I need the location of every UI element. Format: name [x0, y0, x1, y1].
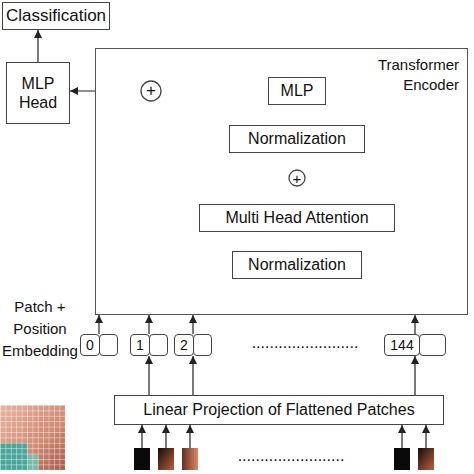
node-label: 144: [384, 334, 420, 356]
arrow-connector: [192, 356, 193, 395]
node-label: 2: [174, 334, 194, 356]
arrow-connector: [37, 30, 38, 62]
image-pixels: [27, 454, 38, 470]
add-circle: +: [140, 80, 162, 102]
norm-box: Normalization: [232, 251, 362, 279]
attention-box: Multi Head Attention: [199, 204, 395, 232]
arrow-connector: [148, 356, 149, 395]
image-pixels: [0, 405, 65, 470]
arrow-connector: [414, 356, 415, 395]
token-box: 1: [130, 334, 168, 356]
token-box: 0: [80, 334, 118, 356]
output-box: Classification: [2, 2, 110, 30]
node-label: Normalization: [248, 129, 346, 148]
token-box: 144: [384, 334, 446, 356]
projection-box: Linear Projection of Flattened Patches: [114, 395, 444, 425]
node-label: Transformer Encoder: [363, 55, 459, 94]
arrow-connector: [98, 315, 99, 334]
annotation-text: ........................: [240, 333, 370, 353]
embedding-slot: [419, 334, 446, 356]
annotation-text: Patch + Position Embedding: [0, 296, 80, 362]
arrow-connector: [192, 315, 193, 334]
patch-arrow: [141, 425, 142, 448]
encoder-block: Transformer Encoder + MLP Normalization + Mul…: [95, 48, 468, 315]
node-label: +: [140, 80, 162, 102]
input-image: [0, 405, 65, 470]
node-label: Normalization: [248, 255, 346, 274]
patch-arrow: [189, 425, 190, 448]
patch-tile: [158, 448, 174, 470]
embedding-slot: [193, 334, 212, 356]
patch-arrow: [425, 425, 426, 448]
patch-tile: [418, 448, 434, 470]
token-box: 2: [174, 334, 212, 356]
node-label: 0: [80, 334, 100, 356]
add-circle: +: [288, 169, 306, 187]
mlp-head-box: MLP Head: [6, 62, 70, 124]
node-label: 1: [130, 334, 150, 356]
pixel-grid: [0, 405, 65, 470]
patch-arrow: [401, 425, 402, 448]
circle-outline: [141, 81, 161, 101]
patch-tile: [394, 448, 410, 470]
patch-tile: [182, 448, 198, 470]
node-label: MLP Head: [9, 74, 67, 112]
arrow-connector: [148, 315, 149, 334]
annotation-text: ........................: [206, 446, 376, 466]
node-label: Classification: [6, 6, 106, 26]
patch-arrow: [165, 425, 166, 448]
embedding-slot: [149, 334, 168, 356]
node-label: MLP: [281, 81, 314, 100]
image-pixels: [0, 443, 27, 470]
norm-box: Normalization: [229, 125, 365, 153]
node-label: +: [288, 169, 306, 187]
patch-tile: [134, 448, 150, 470]
mlp-box: MLP: [268, 77, 326, 105]
arrow-connector: [414, 315, 415, 334]
node-label: Multi Head Attention: [225, 208, 368, 227]
node-label: Linear Projection of Flattened Patches: [143, 400, 414, 419]
embedding-slot: [99, 334, 118, 356]
circle-outline: [289, 170, 305, 186]
